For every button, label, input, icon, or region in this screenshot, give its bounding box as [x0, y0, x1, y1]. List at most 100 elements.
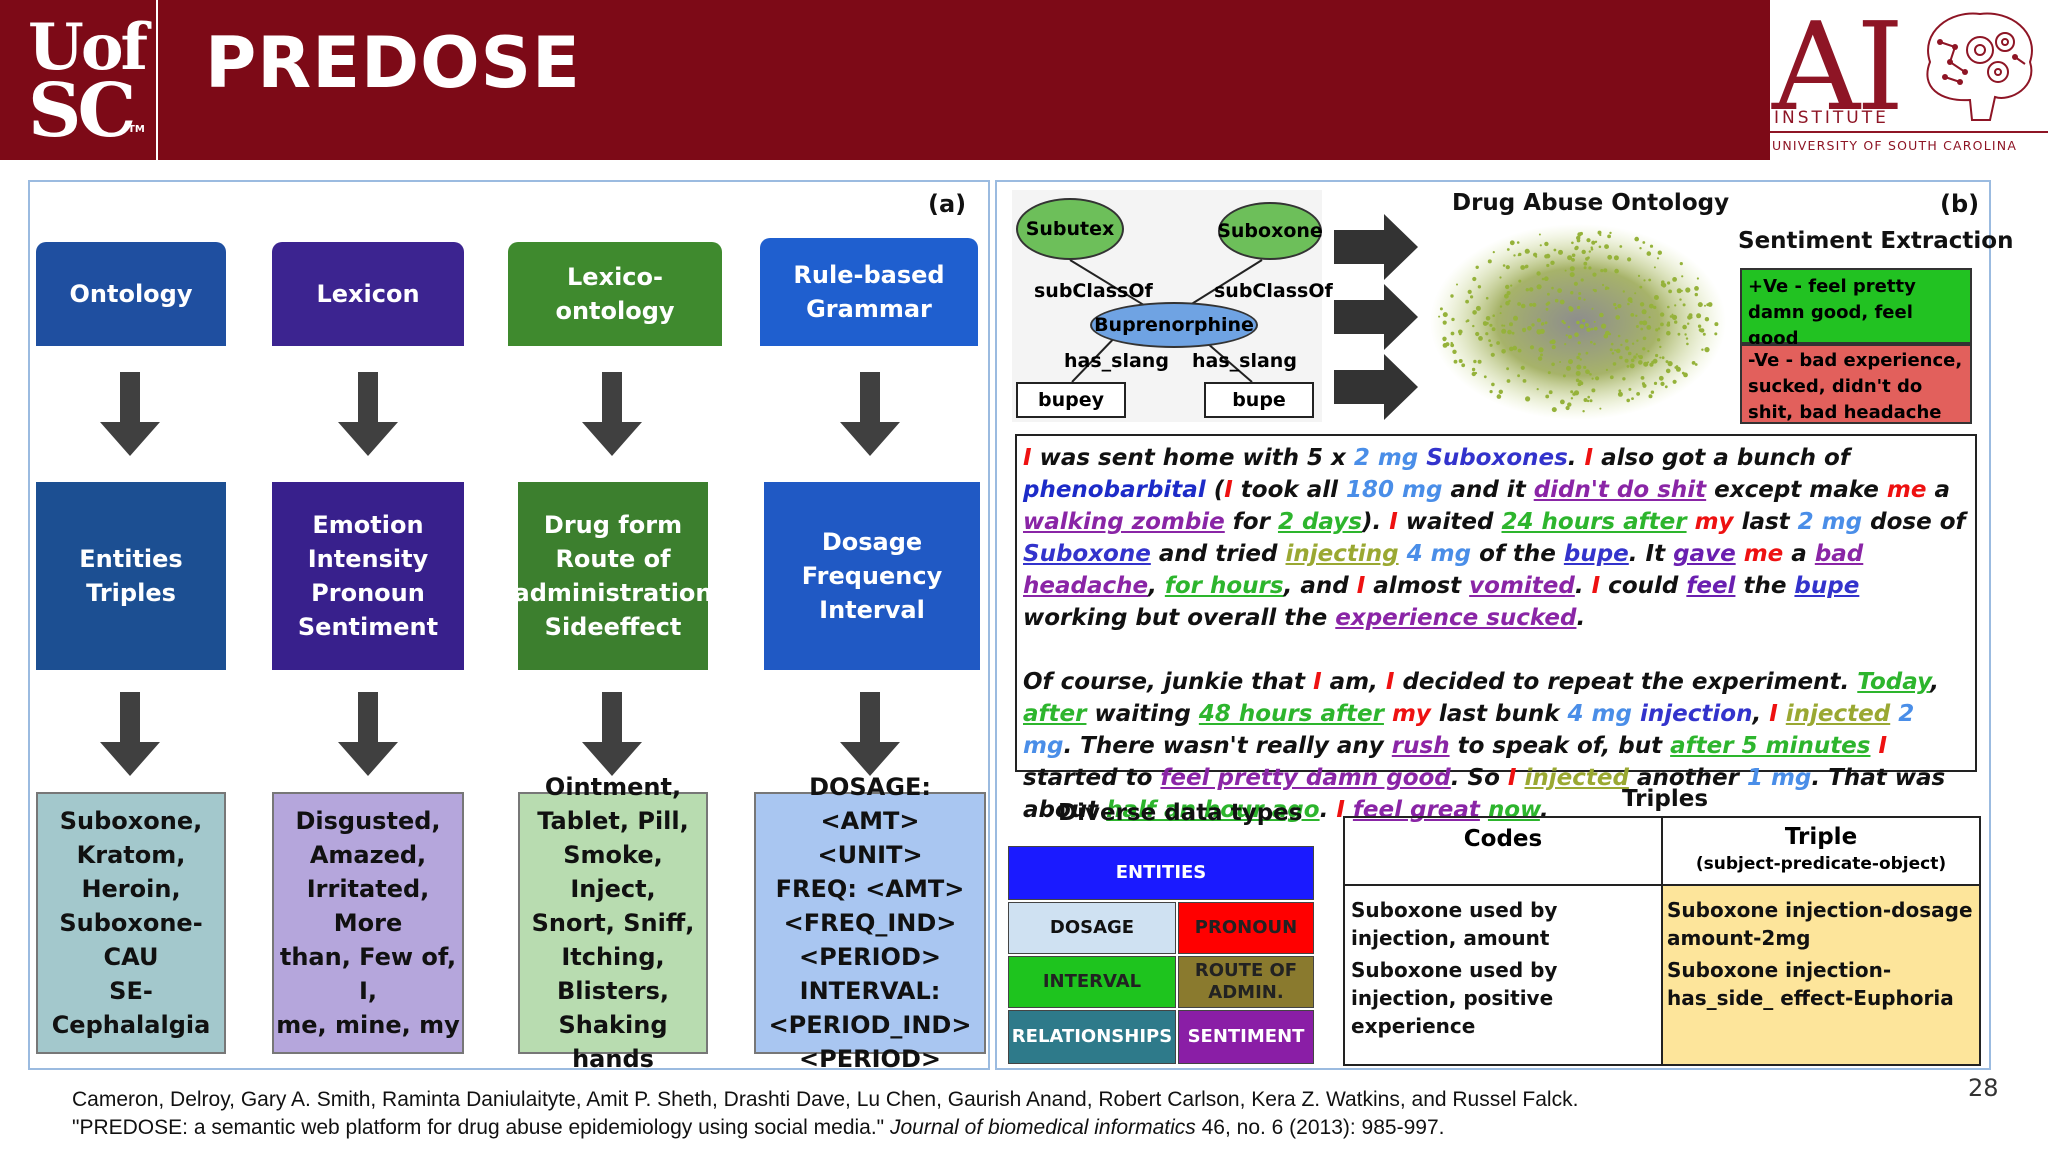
node-bupe: bupe — [1204, 382, 1314, 418]
text-token: the — [1735, 573, 1795, 599]
citation-line-1: Cameron, Delroy, Gary A. Smith, Raminta … — [72, 1088, 1579, 1111]
text-token: , and — [1283, 573, 1357, 599]
examples-box-1: Disgusted, Amazed, Irritated, More than,… — [272, 792, 464, 1054]
panel-a-tag: (a) — [928, 190, 967, 218]
codes-column: Suboxone used by injection, amount Subox… — [1345, 886, 1663, 1064]
triple-header-cell: Triple (subject-predicate-object) — [1663, 818, 1979, 886]
text-token: 2 days — [1277, 509, 1362, 535]
text-token: and tried — [1150, 541, 1286, 567]
text-token: . — [1576, 605, 1586, 631]
text-token: . It — [1628, 541, 1674, 567]
diverse-data-title: Diverse data types — [1058, 800, 1303, 826]
text-token: working but overall the — [1023, 605, 1336, 631]
text-token: feel — [1686, 573, 1736, 599]
text-token: 24 hours after — [1501, 509, 1687, 535]
panel-b-tag: (b) — [1940, 190, 1980, 218]
node-bupey: bupey — [1016, 382, 1126, 418]
text-token — [1384, 701, 1392, 727]
examples-box-3: DOSAGE: <AMT> <UNIT> FREQ: <AMT> <FREQ_I… — [754, 773, 986, 1073]
text-token: I — [1878, 733, 1888, 759]
node-suboxone: Suboxone — [1217, 202, 1323, 260]
text-token: I — [1385, 669, 1395, 695]
text-token: after — [1023, 701, 1087, 727]
text-token: gave — [1673, 541, 1736, 567]
text-token: , — [1752, 701, 1770, 727]
text-token: Suboxone — [1023, 541, 1151, 567]
text-token: . So — [1450, 765, 1508, 791]
brain-gear-icon — [1926, 12, 2033, 121]
arrow-down-icon — [100, 372, 160, 456]
arrow-down-icon — [582, 692, 642, 776]
text-token: injecting — [1285, 541, 1399, 567]
ontology-graph-snippet: Subutex Suboxone subClassOf subClassOf B… — [1012, 190, 1333, 422]
legend-interval: INTERVAL — [1008, 956, 1176, 1008]
text-token: I — [1336, 797, 1345, 823]
method-box-2: Lexico-ontology — [508, 242, 722, 346]
ai-logo-institute: INSTITUTE — [1774, 108, 1889, 128]
ai-logo-university: UNIVERSITY OF SOUTH CAROLINA — [1772, 138, 2018, 153]
positive-sentiment-box: +Ve - feel pretty damn good, feel good — [1740, 268, 1972, 349]
text-token: bupe — [1794, 573, 1860, 599]
text-token: 180 mg — [1345, 477, 1443, 503]
citation-title: "PREDOSE: a semantic web platform for dr… — [72, 1116, 890, 1139]
text-token: Today — [1857, 669, 1931, 695]
text-token: ( — [1205, 477, 1225, 503]
legend-route: ROUTE OF ADMIN. — [1178, 956, 1314, 1008]
text-token: I — [1507, 765, 1517, 791]
ai-logo-text: AI — [1772, 0, 1904, 138]
feature-box-1: Emotion Intensity Pronoun Sentiment — [272, 482, 464, 670]
text-token: I — [1389, 509, 1398, 535]
method-box-3: Rule-based Grammar — [760, 238, 978, 346]
text-token: feel great — [1352, 797, 1480, 823]
text-token: I — [1023, 445, 1032, 471]
text-token: dose of — [1862, 509, 1966, 535]
feature-box-3: Dosage Frequency Interval — [764, 482, 980, 670]
text-token: for — [1224, 509, 1278, 535]
usc-logo-line2: SC — [28, 68, 136, 154]
edge-label-subclass-1: subClassOf — [1034, 280, 1153, 302]
text-token: waiting — [1086, 701, 1199, 727]
arrow-down-icon — [100, 692, 160, 776]
text-token: me — [1886, 477, 1927, 503]
text-token: and it — [1442, 477, 1534, 503]
codes-header: Codes — [1345, 818, 1663, 886]
edge-label-has-slang-2: has_slang — [1192, 350, 1297, 372]
text-token: I — [1591, 573, 1601, 599]
node-buprenorphine: Buprenorphine — [1090, 302, 1258, 348]
arrow-right-icon — [1334, 354, 1418, 420]
text-token — [1736, 541, 1744, 567]
usc-logo-tm: TM — [128, 124, 145, 135]
text-token: 2 mg — [1353, 445, 1419, 471]
annotated-paragraph-2: Of course, junkie that I am, I decided t… — [1023, 666, 1969, 826]
text-token: . There wasn't really any — [1063, 733, 1392, 759]
text-token: , — [1148, 573, 1165, 599]
citation-footer: Cameron, Delroy, Gary A. Smith, Raminta … — [72, 1086, 1578, 1142]
text-token — [1778, 701, 1786, 727]
text-token: I — [1313, 669, 1322, 695]
feature-box-2: Drug form Route of administration Sideef… — [514, 482, 713, 670]
text-token: 48 hours after — [1198, 701, 1384, 727]
text-token: ). — [1361, 509, 1390, 535]
text-token: bupe — [1563, 541, 1629, 567]
edge-label-has-slang-1: has_slang — [1064, 350, 1169, 372]
flow-arrows — [1334, 214, 1418, 420]
text-token: 2 mg — [1023, 701, 1915, 759]
text-token: Of course, junkie that — [1023, 669, 1314, 695]
triple-header: Triple — [1784, 824, 1858, 850]
text-token: a — [1926, 477, 1950, 503]
panel-b — [995, 180, 1991, 1070]
legend-pronoun: PRONOUN — [1178, 902, 1314, 954]
text-token: another — [1628, 765, 1747, 791]
text-token: didn't do shit — [1533, 477, 1707, 503]
annotated-text-box: I was sent home with 5 x 2 mg Suboxones.… — [1015, 434, 1977, 823]
text-token: . — [1567, 445, 1585, 471]
method-box-0: Ontology — [36, 242, 226, 346]
text-token: for hours — [1164, 573, 1284, 599]
arrow-down-icon — [338, 372, 398, 456]
triple-subheader: (subject-predicate-object) — [1695, 854, 1947, 874]
ai-logo-divider — [1770, 131, 2048, 133]
arrow-right-icon — [1334, 214, 1418, 280]
usc-logo: Uof SC TM — [0, 0, 158, 160]
text-token: injected — [1524, 765, 1629, 791]
page-number: 28 — [1968, 1074, 1999, 1102]
